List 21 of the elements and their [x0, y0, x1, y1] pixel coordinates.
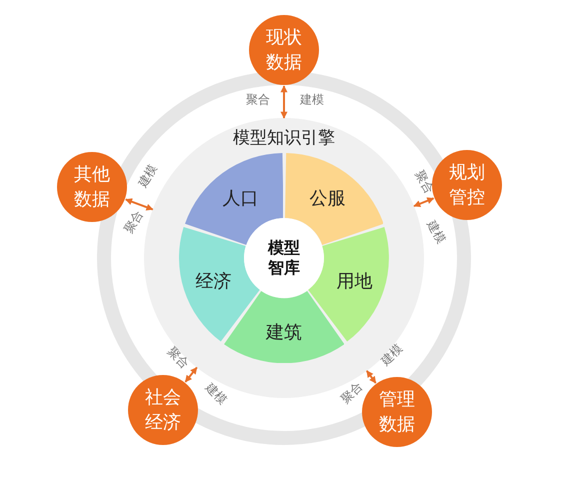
data-circle: 其他数据 — [57, 152, 127, 222]
annotation: 建模 — [378, 340, 406, 370]
annotation: 聚合 — [246, 92, 270, 108]
double-arrow — [366, 370, 377, 384]
double-arrow — [125, 198, 154, 211]
double-arrow — [184, 366, 198, 382]
pie-segment: 建筑 — [224, 290, 344, 363]
annotation: 建模 — [134, 161, 161, 191]
annotation: 建模 — [423, 217, 450, 247]
engine-heading: 模型知识引擎 — [233, 127, 335, 149]
annotation: 聚合 — [164, 344, 192, 372]
data-circle: 管理数据 — [362, 377, 432, 447]
double-arrow — [280, 85, 288, 119]
pie-segment: 用地 — [308, 227, 389, 342]
data-circle: 社会经济 — [128, 375, 198, 445]
double-arrow — [413, 197, 434, 208]
data-circle: 规划管控 — [432, 150, 502, 220]
annotation: 建模 — [300, 92, 324, 108]
pie-segment: 经济 — [179, 227, 260, 342]
data-circle: 现状数据 — [249, 15, 319, 85]
annotation: 建模 — [202, 380, 230, 408]
